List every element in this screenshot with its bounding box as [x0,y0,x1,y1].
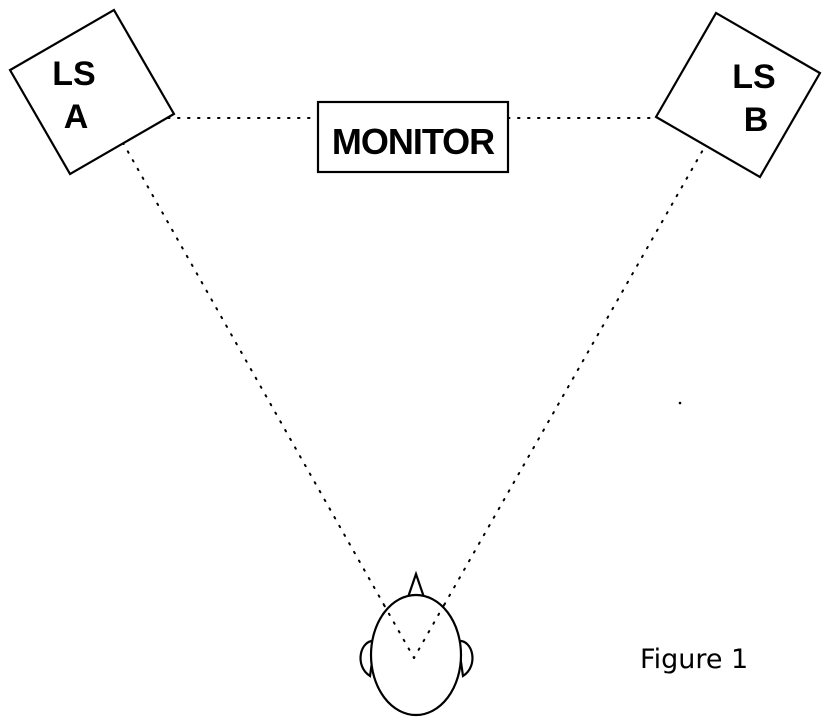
monitor-box [316,100,510,174]
monitor-label: MONITOR [332,121,495,162]
sightlines [107,117,731,659]
loudspeaker-a-label-line1: LS [52,55,95,93]
stray-dot [678,401,682,405]
listener-skull-icon [369,593,463,717]
loudspeaker-b-label-line2: B [744,101,769,139]
sightline-a-to-listener [117,133,415,659]
loudspeaker-b: LS B [654,11,822,179]
sightline-b-to-listener [413,133,713,659]
monitor: MONITOR [316,100,510,174]
figure-caption: Figure 1 [640,644,748,675]
loudspeaker-b-box [654,11,822,179]
loudspeaker-a: LS A [8,8,176,176]
listener-head-icon [359,570,474,717]
loudspeaker-a-label-line2: A [64,98,89,136]
sightline-a-inside-head [383,604,415,659]
sightline-b-inside-head [413,604,445,659]
loudspeaker-a-box [8,8,176,176]
loudspeaker-b-label-line1: LS [732,58,775,96]
